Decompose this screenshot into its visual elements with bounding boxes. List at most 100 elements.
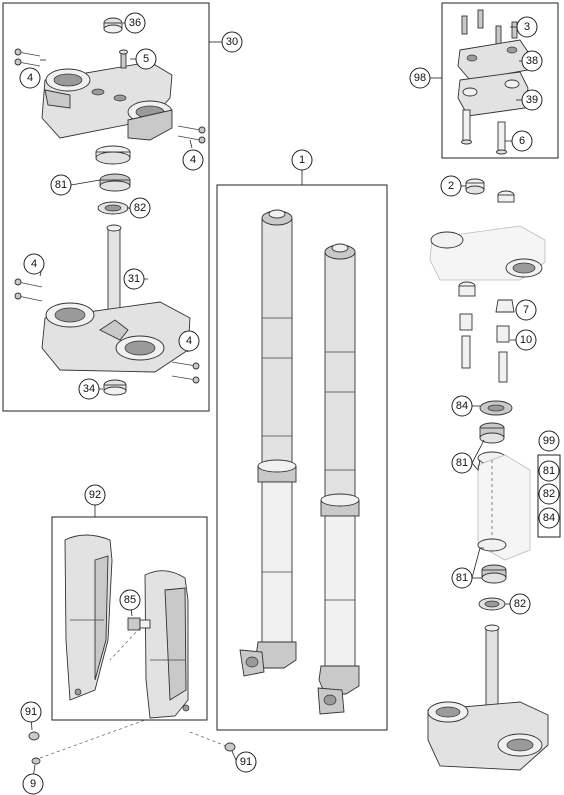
callout-85: 85 xyxy=(119,589,141,611)
svg-text:4: 4 xyxy=(31,258,37,270)
callout-31: 31 xyxy=(123,268,145,290)
svg-text:30: 30 xyxy=(226,36,238,48)
svg-text:7: 7 xyxy=(523,304,529,316)
guard-screws xyxy=(28,627,236,765)
callout-4-lower-left: 4 xyxy=(23,253,45,275)
rubber-bushing-upper xyxy=(465,178,515,203)
svg-text:38: 38 xyxy=(526,55,538,67)
callout-81-upper: 81 xyxy=(50,174,72,196)
lower-handlebar-bracket xyxy=(457,71,529,117)
brake-line-clip xyxy=(127,617,151,631)
svg-text:81: 81 xyxy=(543,465,555,477)
fork-guard-left xyxy=(64,534,113,701)
callout-81-head-upper: 81 xyxy=(451,452,473,474)
svg-text:10: 10 xyxy=(520,334,532,346)
svg-text:6: 6 xyxy=(519,135,525,147)
callout-7: 7 xyxy=(515,299,537,321)
callout-84-kit: 84 xyxy=(538,507,560,529)
bracket-screws xyxy=(461,9,518,45)
callout-82-upper: 82 xyxy=(129,197,151,219)
callout-4-lower-right: 4 xyxy=(178,330,200,352)
svg-text:9: 9 xyxy=(30,778,36,790)
svg-text:39: 39 xyxy=(526,94,538,106)
fork-guard-right xyxy=(144,570,190,719)
callout-10: 10 xyxy=(515,329,537,351)
bearing-kit-lower xyxy=(477,538,507,584)
callout-99: 99 xyxy=(538,430,560,452)
svg-text:82: 82 xyxy=(134,202,146,214)
dust-seal-upper xyxy=(95,145,131,165)
svg-text:5: 5 xyxy=(143,53,149,65)
svg-text:99: 99 xyxy=(543,435,555,447)
seal-ring-upper xyxy=(97,201,129,215)
svg-text:2: 2 xyxy=(448,180,454,192)
svg-text:84: 84 xyxy=(456,400,468,412)
callout-3: 3 xyxy=(516,16,538,38)
svg-text:84: 84 xyxy=(543,512,555,524)
svg-text:31: 31 xyxy=(128,273,140,285)
svg-text:3: 3 xyxy=(524,21,530,33)
bracket-bolts xyxy=(461,109,507,155)
upper-handlebar-bracket xyxy=(457,39,531,81)
callout-98: 98 xyxy=(409,67,431,89)
callout-38: 38 xyxy=(521,50,543,72)
group-frame-fork-legs xyxy=(216,184,388,731)
svg-text:82: 82 xyxy=(514,598,526,610)
svg-text:4: 4 xyxy=(27,72,33,84)
callout-91-left: 91 xyxy=(20,701,42,723)
svg-text:4: 4 xyxy=(190,154,196,166)
seal-ring-lower xyxy=(478,597,506,611)
lower-clamp-reference xyxy=(427,624,549,771)
svg-text:81: 81 xyxy=(456,572,468,584)
svg-text:81: 81 xyxy=(456,457,468,469)
upper-triple-clamp xyxy=(41,61,173,141)
bearing-upper xyxy=(99,173,131,192)
stem-nut-lower xyxy=(103,379,127,396)
callout-92: 92 xyxy=(84,484,106,506)
callout-2: 2 xyxy=(440,175,462,197)
group-frame-bracket-kit xyxy=(441,2,559,159)
svg-text:85: 85 xyxy=(124,594,136,606)
steering-nut xyxy=(103,17,123,34)
svg-text:98: 98 xyxy=(414,72,426,84)
sleeves xyxy=(459,313,510,383)
dust-seal-kit xyxy=(479,400,513,416)
top-screw xyxy=(119,49,128,69)
svg-text:1: 1 xyxy=(299,154,305,166)
callout-81-kit: 81 xyxy=(538,460,560,482)
callout-1: 1 xyxy=(291,149,313,171)
fork-leg-left xyxy=(239,209,297,677)
callout-81-head-lower: 81 xyxy=(451,567,473,589)
callout-34: 34 xyxy=(78,378,100,400)
callout-84: 84 xyxy=(451,395,473,417)
callout-5: 5 xyxy=(135,48,157,70)
callout-39: 39 xyxy=(521,89,543,111)
callout-82-lower: 82 xyxy=(509,593,531,615)
svg-text:91: 91 xyxy=(240,756,252,768)
callout-36: 36 xyxy=(124,12,146,34)
callout-30: 30 xyxy=(221,31,243,53)
svg-text:34: 34 xyxy=(83,383,95,395)
callout-82-kit: 82 xyxy=(538,483,560,505)
svg-text:91: 91 xyxy=(25,706,37,718)
callout-4-upper-left: 4 xyxy=(19,67,41,89)
callout-4-upper-right: 4 xyxy=(182,149,204,171)
svg-text:82: 82 xyxy=(543,488,555,500)
clamp-bolts-lower xyxy=(14,278,200,384)
frame-head-reference xyxy=(477,454,531,561)
upper-clamp-reference xyxy=(429,225,546,281)
svg-text:92: 92 xyxy=(89,489,101,501)
svg-text:36: 36 xyxy=(129,17,141,29)
rubber-bushing-lower xyxy=(458,281,515,313)
svg-text:81: 81 xyxy=(55,179,67,191)
fork-leg-right xyxy=(317,243,360,715)
steering-stem-lower-clamp xyxy=(41,224,191,373)
clamp-bolts-upper xyxy=(14,48,206,144)
callout-6: 6 xyxy=(511,130,533,152)
callout-91-right: 91 xyxy=(235,751,257,773)
callout-9: 9 xyxy=(22,773,44,795)
group-frame-triple-clamp xyxy=(2,2,210,412)
group-frame-fork-guards xyxy=(51,516,208,721)
svg-text:4: 4 xyxy=(186,335,192,347)
